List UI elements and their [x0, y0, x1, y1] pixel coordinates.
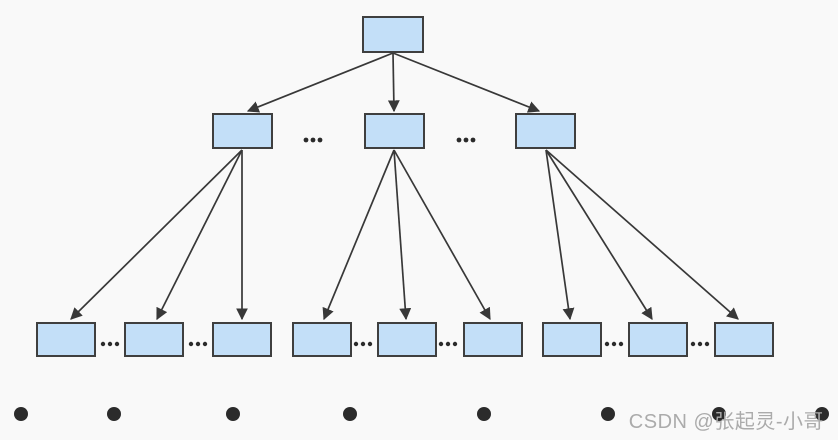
dot — [317, 137, 323, 143]
leaf-node-5 — [377, 322, 437, 357]
dot — [452, 341, 458, 347]
edge-internal3-to-leaf-9 — [545, 149, 739, 320]
ellipsis-leaf-row-2 — [188, 341, 208, 347]
dot — [611, 341, 617, 347]
ellipsis-internal-row-2 — [456, 137, 476, 143]
dot — [690, 341, 696, 347]
edge-internal3-to-leaf-8 — [545, 149, 653, 321]
internal-node-2 — [364, 113, 425, 149]
ellipsis-internal-row-1 — [303, 137, 323, 143]
dot — [188, 341, 194, 347]
dot — [604, 341, 610, 347]
edge-root-to-internal-1 — [246, 52, 394, 113]
dot — [470, 137, 476, 143]
dot — [618, 341, 624, 347]
ellipsis-leaf-row-6 — [690, 341, 710, 347]
dot — [303, 137, 309, 143]
ellipsis-leaf-row-3 — [353, 341, 373, 347]
tree-edges — [70, 52, 739, 321]
leaf-node-2 — [124, 322, 184, 357]
watermark-text: CSDN @张起灵-小哥 — [628, 411, 824, 433]
leaf-node-1 — [36, 322, 96, 357]
ellipsis-leaf-row-5 — [604, 341, 624, 347]
leaf-node-8 — [628, 322, 688, 357]
dot — [114, 341, 120, 347]
edge-internal2-to-leaf-6 — [393, 149, 491, 321]
dot — [697, 341, 703, 347]
ellipsis-leaf-row-1 — [100, 341, 120, 347]
edge-root-to-internal-2 — [387, 52, 400, 113]
dot — [438, 341, 444, 347]
tree-nodes — [36, 16, 774, 357]
ellipsis-dots — [100, 137, 710, 347]
bottom-dot-3 — [226, 407, 240, 421]
internal-node-3 — [515, 113, 576, 149]
leaf-node-6 — [463, 322, 523, 357]
internal-node-1 — [212, 113, 273, 149]
bottom-dot-2 — [107, 407, 121, 421]
root-node — [362, 16, 424, 53]
dot — [353, 341, 359, 347]
bottom-dot-5 — [477, 407, 491, 421]
edge-internal3-to-leaf-7 — [545, 149, 575, 321]
leaf-node-3 — [212, 322, 272, 357]
bottom-dot-7 — [712, 407, 726, 421]
ellipsis-leaf-row-4 — [438, 341, 458, 347]
dot — [463, 137, 469, 143]
dot — [704, 341, 710, 347]
leaf-node-9 — [714, 322, 774, 357]
dot — [456, 137, 462, 143]
bottom-dot-8 — [815, 407, 829, 421]
bottom-dot-4 — [343, 407, 357, 421]
leaf-node-4 — [292, 322, 352, 357]
edge-root-to-internal-3 — [392, 52, 541, 113]
dot — [360, 341, 366, 347]
bottom-dot-6 — [601, 407, 615, 421]
dot — [107, 341, 113, 347]
edge-internal2-to-leaf-5 — [393, 149, 412, 321]
edge-internal1-to-leaf-1 — [70, 149, 243, 320]
leaf-node-7 — [542, 322, 602, 357]
dot — [100, 341, 106, 347]
bottom-dot-1 — [14, 407, 28, 421]
dot — [445, 341, 451, 347]
edge-internal2-to-leaf-4 — [322, 149, 395, 321]
edge-internal1-to-leaf-2 — [156, 149, 243, 321]
dot — [367, 341, 373, 347]
dot — [310, 137, 316, 143]
bottom-dots — [14, 407, 829, 421]
dot — [195, 341, 201, 347]
dot — [202, 341, 208, 347]
